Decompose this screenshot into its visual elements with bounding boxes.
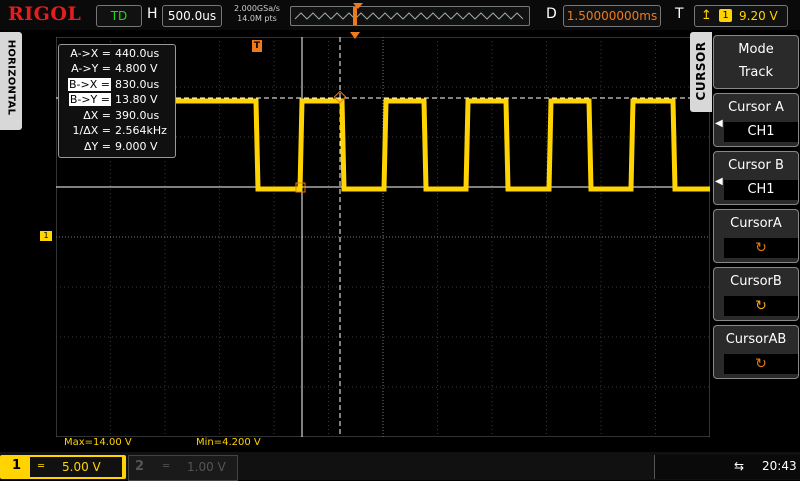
timebase-value[interactable]: 500.0us <box>162 5 222 27</box>
readout-key: ΔY = <box>84 140 111 153</box>
readout-row: B->Y = 13.80 V <box>59 93 175 107</box>
ch1-ground-marker[interactable]: 1 <box>40 231 52 241</box>
ch2-scale-field: ═ 1.00 V <box>153 458 233 476</box>
memory-position-bar[interactable] <box>290 3 530 26</box>
ch2-scale-box[interactable]: 2 ═ 1.00 V <box>128 455 238 481</box>
trigger-channel-badge: 1 <box>719 9 732 22</box>
chevron-left-icon: ◀ <box>715 176 723 187</box>
cursor-menu-tab[interactable]: CURSOR <box>690 32 712 112</box>
chevron-left-icon: ◀ <box>715 118 723 129</box>
knob-icon: ↻ <box>724 296 798 316</box>
memory-depth: 14.0M pts <box>237 14 277 23</box>
dc-coupling-icon: ═ <box>163 461 170 472</box>
readout-key: B->Y = <box>68 93 111 106</box>
horizontal-tab[interactable]: HORIZONTAL <box>0 32 22 130</box>
readout-row: ΔY = 9.000 V <box>59 140 175 154</box>
readout-value: 830.0us <box>115 78 160 91</box>
bottom-tab-area <box>654 455 800 479</box>
horizontal-tab-label: HORIZONTAL <box>5 39 17 116</box>
readout-key: A->Y = <box>71 62 111 75</box>
trigger-position-icon <box>353 3 363 9</box>
readout-row: A->Y = 4.800 V <box>59 62 175 76</box>
cursor-readout-panel: A->X = 440.0us A->Y = 4.800 V B->X = 830.0u… <box>58 44 176 158</box>
cursor-menu-title: CURSOR <box>694 41 708 101</box>
ch1-scale-box[interactable]: 1 ═ 5.00 V <box>0 455 126 479</box>
run-state-badge[interactable]: TD <box>96 5 142 27</box>
trigger-level: 9.20 V <box>739 9 778 23</box>
readout-value: 9.000 V <box>115 140 158 153</box>
usb-icon: ⇆ <box>734 459 745 473</box>
menu-item-value: CH1 <box>724 180 798 200</box>
ch1-scale: 5.00 V <box>62 460 101 474</box>
menu-item-title: CursorB <box>730 274 782 289</box>
ch1-waveform <box>174 98 710 192</box>
menu-item-title: CursorAB <box>725 332 787 347</box>
acquisition-info: 2.000GSa/s 14.0M pts <box>228 4 286 24</box>
readout-value: 440.0us <box>115 47 160 60</box>
trigger-marker-icon: T <box>252 40 262 52</box>
knob-icon: ↻ <box>724 238 798 258</box>
ch1-number: 1 <box>12 458 22 473</box>
readout-key: B->X = <box>68 78 111 91</box>
readout-value: 4.800 V <box>115 62 158 75</box>
readout-value: 2.564kHz <box>115 124 167 137</box>
knob-icon: ↻ <box>724 354 798 374</box>
menu-cursor-b-adjust-button[interactable]: CursorB ↻ <box>713 267 799 321</box>
dc-coupling-icon: ═ <box>38 461 45 472</box>
rising-edge-icon: ↥ <box>701 8 712 23</box>
trigger-time-icon <box>350 32 360 39</box>
cursor-b-marker <box>333 90 347 104</box>
readout-row: B->X = 830.0us <box>59 78 175 92</box>
menu-item-value: CH1 <box>724 122 798 142</box>
trigger-setting[interactable]: ↥ 1 9.20 V <box>694 5 788 27</box>
menu-item-title: Cursor B <box>728 158 784 173</box>
horizontal-label: H <box>147 6 158 22</box>
menu-cursor-b-source-button[interactable]: Cursor B CH1 ◀ <box>713 151 799 205</box>
menu-cursor-a-adjust-button[interactable]: CursorA ↻ <box>713 209 799 263</box>
menu-mode-button[interactable]: Mode Track <box>713 35 799 89</box>
measurement-bar: Max=14.00 V Min=4.200 V <box>56 437 710 449</box>
trigger-label: T <box>675 6 684 22</box>
readout-key: 1/ΔX = <box>72 124 111 137</box>
ch1-scale-field: ═ 5.00 V <box>30 457 122 477</box>
memory-window-marker <box>353 7 357 25</box>
readout-value: 390.0us <box>115 109 160 122</box>
max-measurement: Max=14.00 V <box>64 437 132 448</box>
readout-row: A->X = 440.0us <box>59 47 175 61</box>
brand-logo: RIGOL <box>8 3 82 25</box>
readout-key: ΔX = <box>83 109 111 122</box>
readout-key: A->X = <box>70 47 111 60</box>
ch2-scale: 1.00 V <box>187 460 226 474</box>
sample-rate: 2.000GSa/s <box>234 4 280 13</box>
system-clock: 20:43 <box>762 459 797 473</box>
ch2-number: 2 <box>135 459 145 474</box>
readout-row: 1/ΔX = 2.564kHz <box>59 124 175 138</box>
menu-item-title: Mode <box>738 42 774 57</box>
menu-cursor-a-source-button[interactable]: Cursor A CH1 ◀ <box>713 93 799 147</box>
menu-item-value: Track <box>738 65 774 80</box>
menu-item-title: CursorA <box>730 216 782 231</box>
readout-row: ΔX = 390.0us <box>59 109 175 123</box>
delay-value[interactable]: 1.50000000ms <box>563 5 661 27</box>
memory-waveform-overview <box>294 7 524 25</box>
cursor-a-marker <box>295 182 306 193</box>
menu-item-title: Cursor A <box>728 100 784 115</box>
delay-label: D <box>546 6 557 22</box>
readout-value: 13.80 V <box>115 93 158 106</box>
menu-cursor-ab-adjust-button[interactable]: CursorAB ↻ <box>713 325 799 379</box>
min-measurement: Min=4.200 V <box>196 437 261 448</box>
